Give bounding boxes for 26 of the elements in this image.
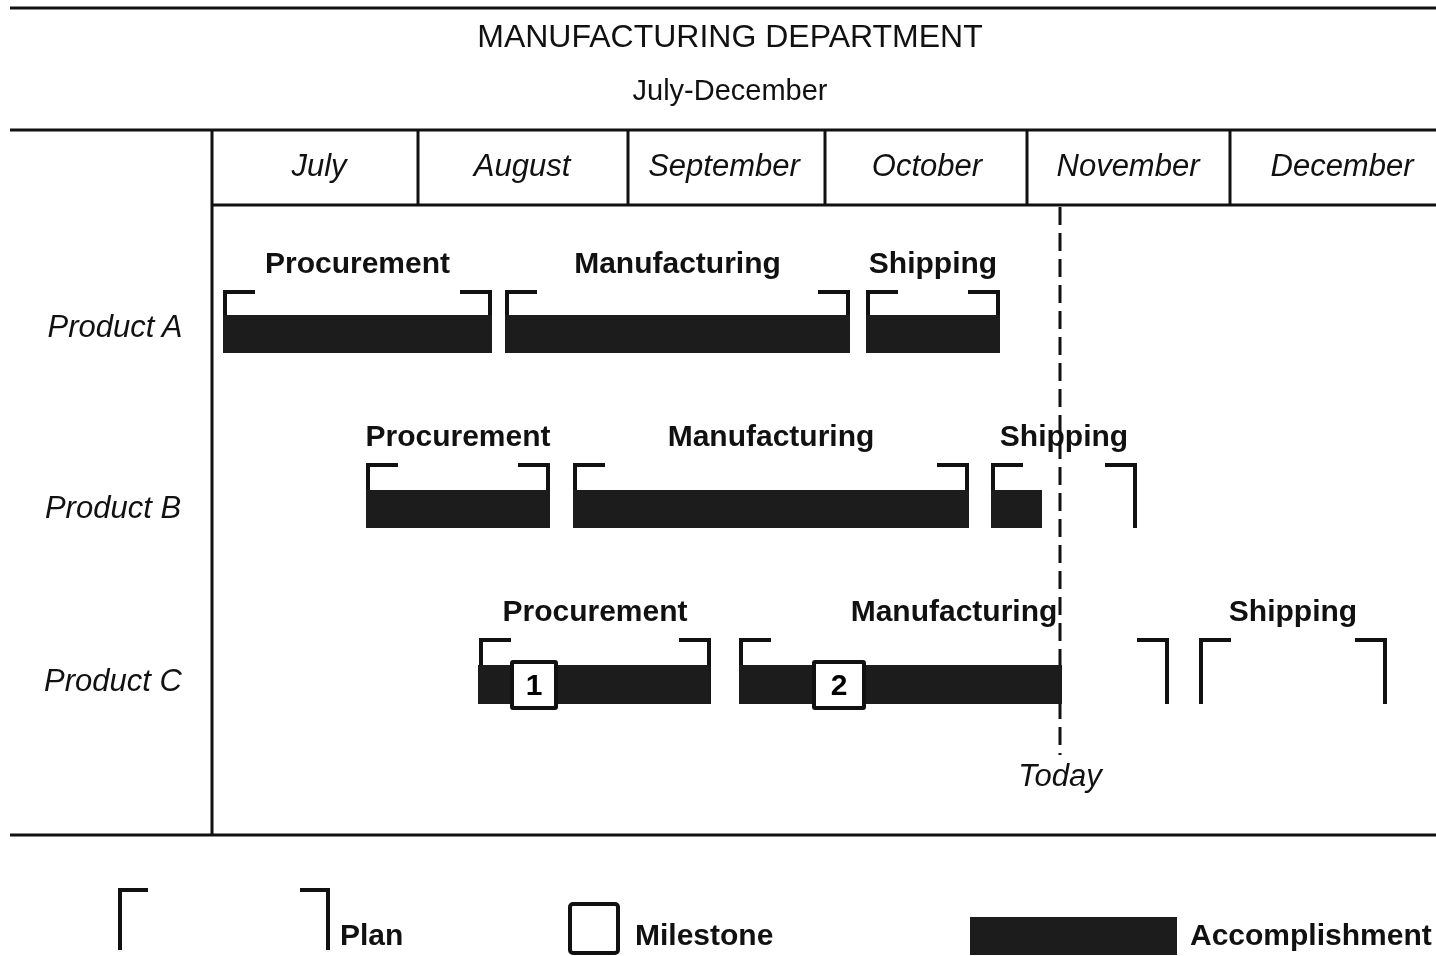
task-label: Procurement <box>264 246 451 280</box>
milestone-marker: 1 <box>510 659 558 710</box>
row-label: Product C <box>44 663 182 699</box>
month-heading: October <box>871 148 983 184</box>
task-label: Procurement <box>365 419 551 453</box>
subtitle: July-December <box>632 74 828 107</box>
task-label: Manufacturing <box>574 246 781 280</box>
month-heading: August <box>473 148 571 184</box>
legend-label: Plan <box>340 918 404 952</box>
month-heading: November <box>1056 148 1200 184</box>
month-heading: December <box>1270 148 1414 184</box>
month-heading: September <box>648 148 800 184</box>
task-label: Manufacturing <box>850 594 1058 628</box>
month-heading: July <box>291 148 347 184</box>
task-label: Manufacturing <box>667 419 875 453</box>
legend-label: Accomplishment <box>1190 918 1432 952</box>
task-label: Shipping <box>868 246 998 280</box>
chart-title: MANUFACTURING DEPARTMENT <box>477 18 983 55</box>
task-label: Shipping <box>1228 594 1358 628</box>
legend-label: Milestone <box>635 918 774 952</box>
task-label: Shipping <box>999 419 1129 453</box>
row-label: Product B <box>44 490 182 526</box>
today-label: Today <box>1018 758 1102 794</box>
task-label: Procurement <box>502 594 688 628</box>
row-label: Product A <box>47 309 183 345</box>
milestone-marker: 2 <box>812 659 866 710</box>
